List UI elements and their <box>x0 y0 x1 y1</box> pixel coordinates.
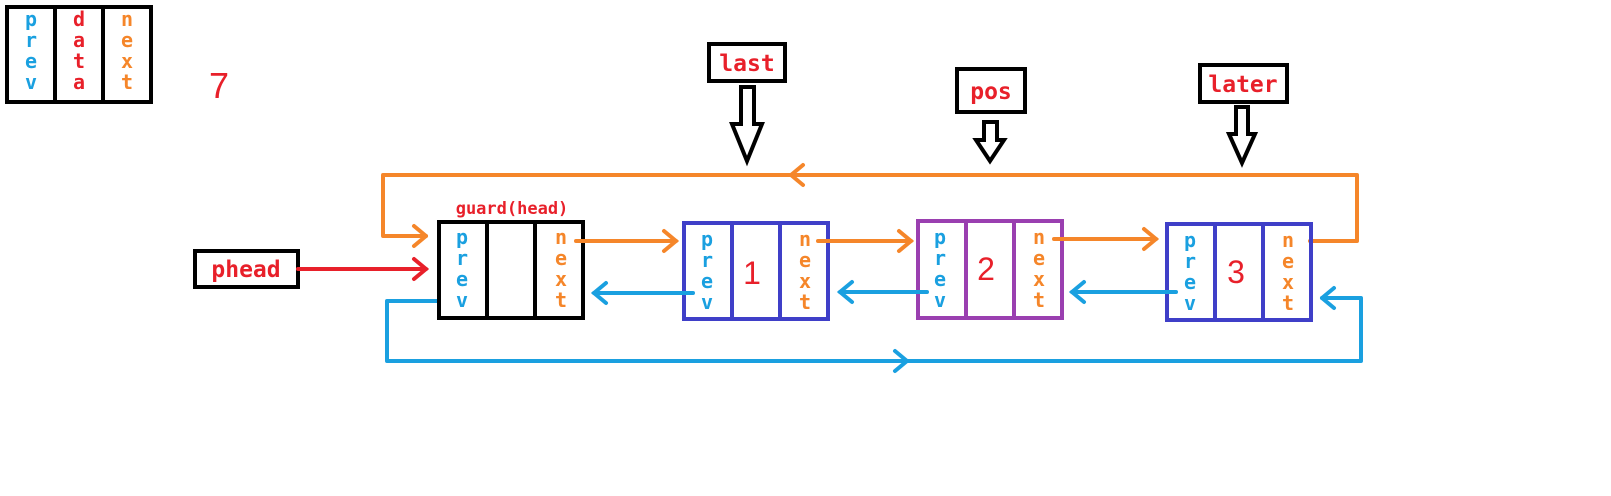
later-pointer: later <box>1198 63 1289 168</box>
node-1-data-value: 1 <box>743 255 761 291</box>
phead-arrow <box>296 257 430 281</box>
next-arrow-2-to-3 <box>1052 227 1160 251</box>
prev-arrow-2-to-1 <box>836 280 929 304</box>
later-down-arrow-icon <box>1225 105 1259 168</box>
orange-wrap-arrow <box>381 163 1359 248</box>
count-label: 7 <box>209 65 229 106</box>
phead-pointer: phead <box>193 249 300 289</box>
phead-pointer-label: phead <box>211 257 280 283</box>
last-pointer: last <box>707 42 787 167</box>
next-arrow-guard-to-1 <box>574 229 680 253</box>
pos-pointer-label: pos <box>970 79 1012 105</box>
next-arrow-1-to-2 <box>816 229 915 253</box>
node-3-data-value: 3 <box>1227 254 1245 290</box>
prev-arrow-3-to-2 <box>1068 280 1178 304</box>
pos-pointer: pos <box>955 67 1027 165</box>
guard-label: guard(head) <box>456 199 569 219</box>
last-pointer-label: last <box>719 51 774 77</box>
prev-arrow-1-to-guard <box>590 281 695 305</box>
blue-wrap-arrow <box>385 286 1363 373</box>
later-pointer-label: later <box>1208 72 1277 98</box>
pos-down-arrow-icon <box>972 120 1008 165</box>
node-2-data-value: 2 <box>977 251 995 287</box>
last-down-arrow-icon <box>729 85 765 167</box>
